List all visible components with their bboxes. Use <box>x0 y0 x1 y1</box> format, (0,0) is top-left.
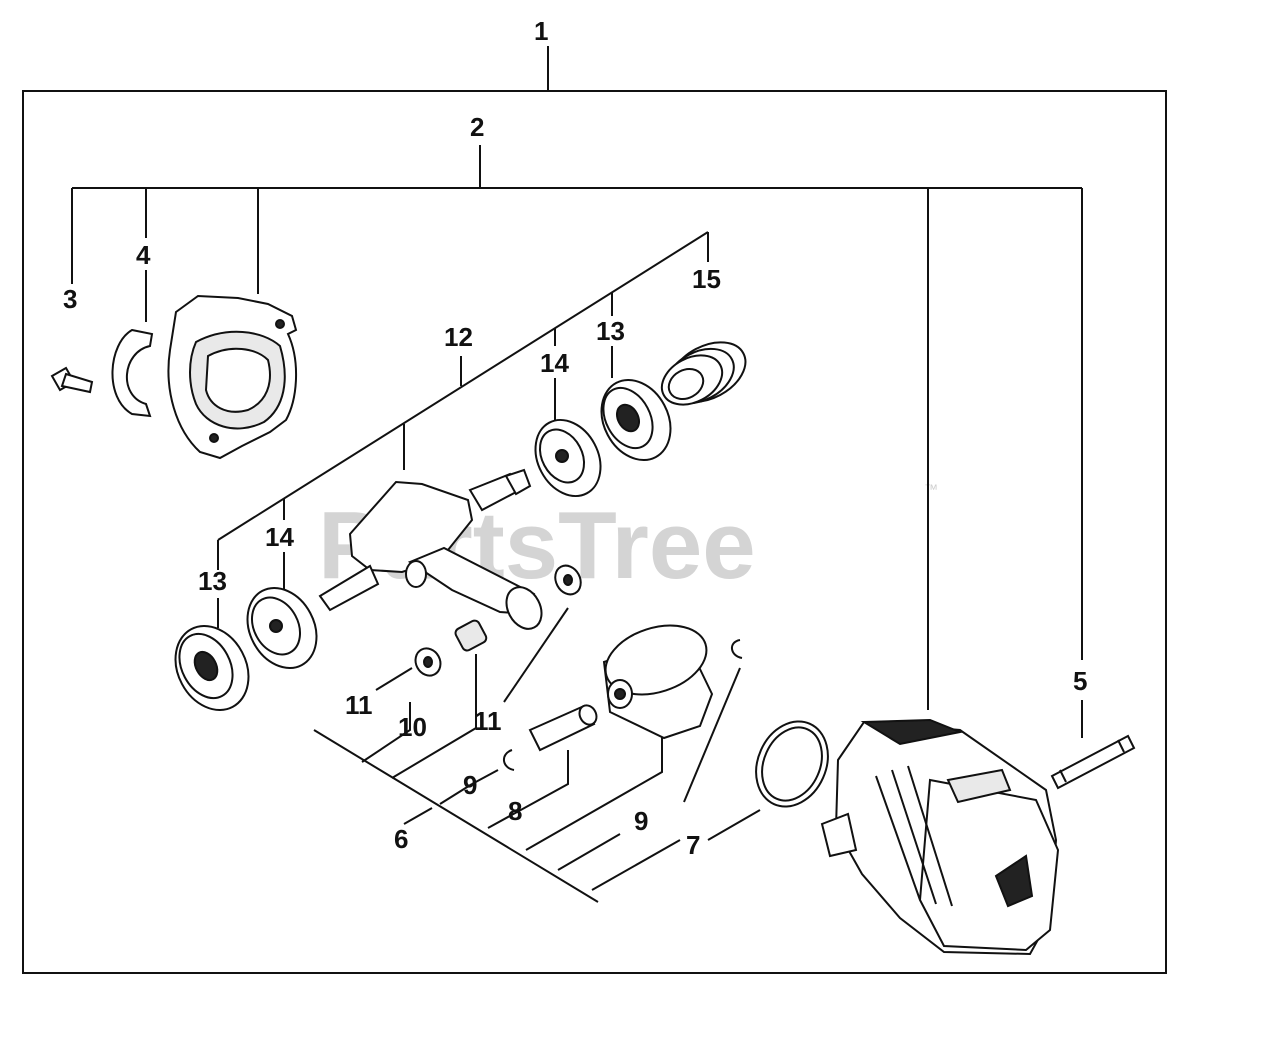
callouts: 1 2 3 4 5 6 7 8 9 9 10 11 11 12 13 13 14… <box>63 16 1087 860</box>
callout-11-left: 11 <box>345 690 373 720</box>
callout-9-left: 9 <box>463 770 477 800</box>
circlip-9-left <box>503 749 515 771</box>
callout-10: 10 <box>398 712 427 742</box>
callout-3: 3 <box>63 284 77 314</box>
bracket-lower <box>313 607 761 903</box>
gasket-ring-7 <box>755 720 829 808</box>
callout-9-right: 9 <box>634 806 648 836</box>
callout-5: 5 <box>1073 666 1087 696</box>
needle-bearing-10 <box>454 619 488 652</box>
callout-15: 15 <box>692 264 721 294</box>
piston <box>602 624 714 740</box>
bolt-3 <box>50 366 94 394</box>
callout-13-left: 13 <box>198 566 227 596</box>
callout-11-right: 11 <box>474 706 502 736</box>
bearing-14-right <box>534 418 602 498</box>
bracket-crank <box>217 231 709 628</box>
circlip-9-right <box>731 639 743 659</box>
washer-11-left <box>414 647 442 677</box>
stud-5 <box>1050 734 1136 790</box>
callout-7: 7 <box>686 830 700 860</box>
callout-8: 8 <box>508 796 522 826</box>
cylinder <box>820 718 1060 956</box>
callout-6: 6 <box>394 824 408 854</box>
bearing-14-left <box>246 586 318 670</box>
callout-1: 1 <box>534 16 548 46</box>
callout-14-right: 14 <box>540 348 569 378</box>
callout-2: 2 <box>470 112 484 142</box>
crankshaft-12 <box>318 468 543 630</box>
callout-13-right: 13 <box>596 316 625 346</box>
seal-13-left <box>174 624 250 712</box>
bracket-2 <box>71 145 1083 738</box>
spring-15 <box>660 341 747 406</box>
assembly-frame <box>22 90 1167 974</box>
callout-4: 4 <box>136 240 151 270</box>
callout-14-left: 14 <box>265 522 294 552</box>
callout-12: 12 <box>444 322 473 352</box>
crankcase-half <box>167 294 298 460</box>
seal-13-right <box>600 378 672 462</box>
piston-pin-8 <box>528 704 598 752</box>
washer-11-right <box>554 564 582 596</box>
clamp-4 <box>111 328 154 418</box>
watermark-trademark: ™ <box>924 481 938 497</box>
